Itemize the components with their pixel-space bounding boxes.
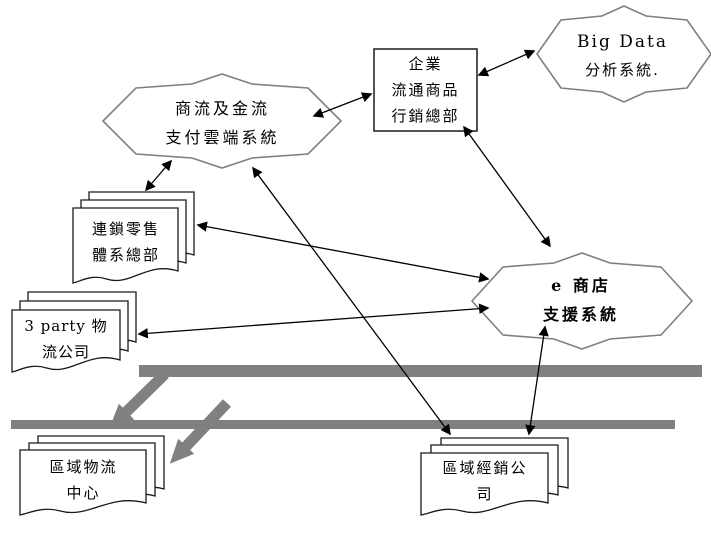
connectors xyxy=(137,49,551,436)
rect-shape-marketing-hq xyxy=(373,48,478,132)
document-stack-third-party-logistics xyxy=(11,291,137,373)
document-stack-regional-logistics-center xyxy=(19,435,165,516)
gray-band-lower xyxy=(11,420,675,429)
edge-payment-retail xyxy=(144,159,173,192)
edge-estore-3party xyxy=(137,303,490,339)
starburst-shape-big-data xyxy=(536,5,711,103)
gray-flow-arrow-2 xyxy=(169,399,232,464)
document-stack-chain-retail xyxy=(72,191,195,284)
document-stack-regional-dealer xyxy=(420,437,569,516)
starburst-shape-payment-cloud xyxy=(101,73,343,169)
gray-flow-arrow-1 xyxy=(109,370,169,429)
edge-hq-estore xyxy=(463,125,551,248)
gray-band-upper xyxy=(139,365,702,377)
edge-estore-retail xyxy=(196,221,490,283)
edge-hq-bigdata xyxy=(477,49,536,77)
edge-estore-dealer xyxy=(525,325,549,436)
edge-payment-dealer xyxy=(252,166,451,436)
starburst-shape-e-store xyxy=(470,252,694,350)
edge-payment-hq xyxy=(312,92,373,118)
